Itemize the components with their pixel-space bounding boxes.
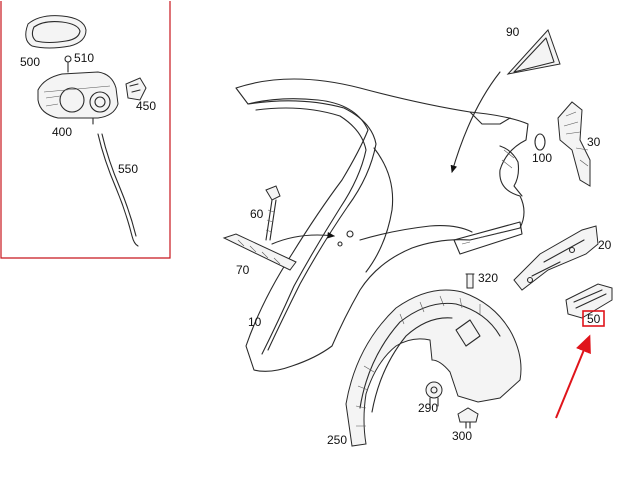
red-pointer-arrow (555, 334, 591, 419)
arrow-90-to-panel (450, 71, 501, 174)
fuel-flap-part (25, 15, 87, 49)
clip-60-part (265, 185, 281, 241)
arrow-70-to-panel (271, 231, 336, 245)
callout-10: 10 (248, 315, 262, 329)
nut-290-part (425, 381, 443, 407)
filler-housing-part (37, 71, 119, 125)
callout-320: 320 (478, 271, 498, 285)
callout-510: 510 (74, 51, 94, 65)
callout-400: 400 (52, 125, 72, 139)
screw-510-part (64, 55, 72, 73)
callout-60: 60 (250, 207, 264, 221)
callout-300: 300 (452, 429, 472, 443)
callout-450: 450 (136, 99, 156, 113)
callout-250: 250 (327, 433, 347, 447)
reinforcement-20-part (513, 225, 599, 291)
callout-50: 50 (587, 312, 601, 326)
callout-290: 290 (418, 401, 438, 415)
bracket-30-part (557, 101, 591, 187)
callout-30: 30 (587, 135, 601, 149)
callout-100: 100 (532, 151, 552, 165)
actuator-part (125, 77, 147, 101)
callout-50-highlight-box (582, 310, 605, 327)
callout-20: 20 (598, 238, 612, 252)
callout-90: 90 (506, 25, 520, 39)
wheel-liner-250-part (345, 289, 522, 447)
grommet-100-part (534, 133, 546, 151)
callout-550: 550 (118, 162, 138, 176)
seal-strip-70-part (222, 233, 297, 271)
callout-70: 70 (236, 263, 250, 277)
quarter-glass-part (506, 29, 561, 75)
drain-hose-part (97, 133, 139, 247)
callout-500: 500 (20, 55, 40, 69)
vent-grille-50-part (565, 283, 613, 319)
clip-300-part (457, 407, 479, 429)
bolt-320-part (465, 273, 475, 289)
inset-panel: 500 510 400 450 550 (0, 1, 171, 259)
side-panel-part (235, 78, 529, 372)
